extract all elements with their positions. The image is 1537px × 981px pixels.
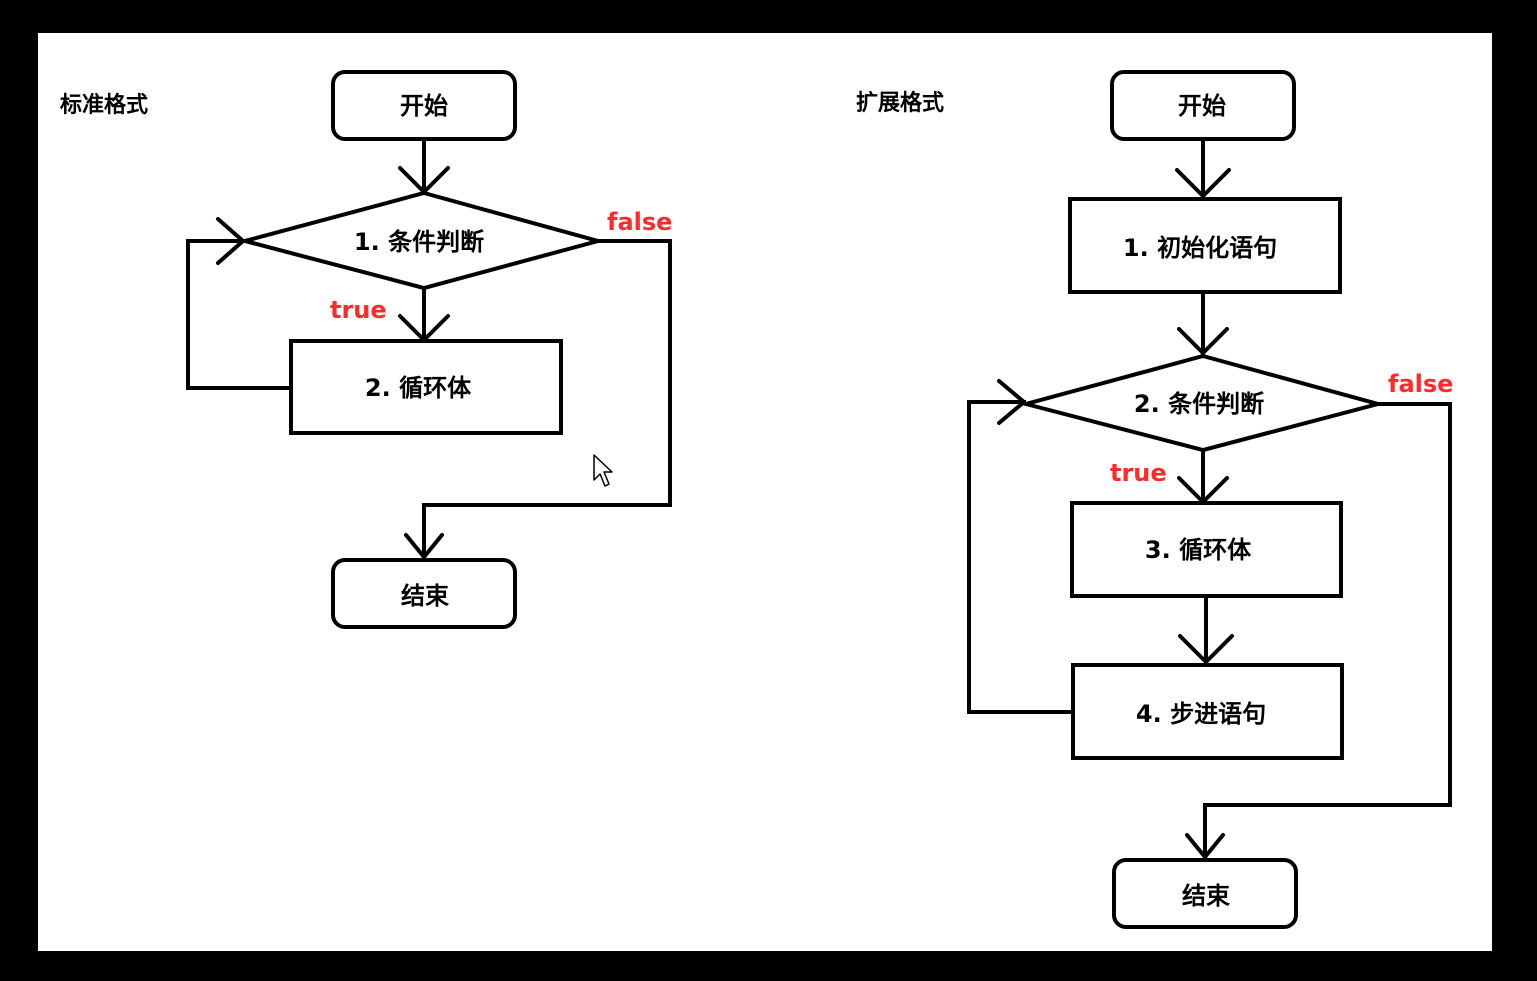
mouse-pointer-icon	[593, 454, 613, 487]
standard-body-label: 2. 循环体	[365, 374, 472, 402]
extended-edge-loop-back	[967, 400, 1073, 714]
standard-edge-loop-back	[186, 239, 291, 390]
standard-start-label: 开始	[400, 92, 448, 120]
extended-format-diagram: 扩展格式 开始 1. 初始化语句 2. 条件判断 tr	[856, 70, 1453, 929]
extended-end-node	[1112, 858, 1298, 929]
standard-edge-false	[422, 239, 672, 557]
standard-true-label: true	[330, 296, 387, 324]
extended-edge-false	[1203, 402, 1452, 857]
standard-format-diagram: 标准格式 开始 1. 条件判断 true 2. 循环体	[60, 70, 672, 629]
arrow-down-icon	[1177, 327, 1229, 355]
arrow-right-icon	[216, 217, 245, 265]
extended-heading: 扩展格式	[856, 90, 944, 116]
extended-end-label: 结束	[1182, 882, 1231, 910]
extended-true-label: true	[1110, 459, 1167, 487]
flowchart-svg: 标准格式 开始 1. 条件判断 true 2. 循环体	[60, 70, 1453, 929]
standard-condition-label: 1. 条件判断	[354, 228, 484, 256]
arrow-down-icon	[1178, 634, 1234, 664]
arrow-right-icon	[997, 379, 1026, 425]
arrow-down-icon	[404, 533, 444, 559]
extended-false-label: false	[1388, 370, 1453, 398]
extended-init-label: 1. 初始化语句	[1123, 234, 1277, 262]
extended-step-node	[1071, 663, 1344, 760]
extended-step-label: 4. 步进语句	[1136, 700, 1266, 728]
standard-end-label: 结束	[401, 582, 450, 610]
extended-body-label: 3. 循环体	[1145, 536, 1252, 564]
extended-init-node	[1068, 197, 1342, 294]
standard-end-node	[331, 558, 517, 629]
diagram-canvas: 标准格式 开始 1. 条件判断 true 2. 循环体	[38, 33, 1492, 951]
arrow-down-icon	[1185, 833, 1225, 859]
standard-body-node	[289, 339, 563, 435]
arrow-down-icon	[1175, 168, 1231, 198]
standard-heading: 标准格式	[60, 92, 148, 118]
standard-false-label: false	[607, 208, 672, 236]
extended-condition-label: 2. 条件判断	[1134, 390, 1264, 418]
extended-start-label: 开始	[1178, 92, 1226, 120]
